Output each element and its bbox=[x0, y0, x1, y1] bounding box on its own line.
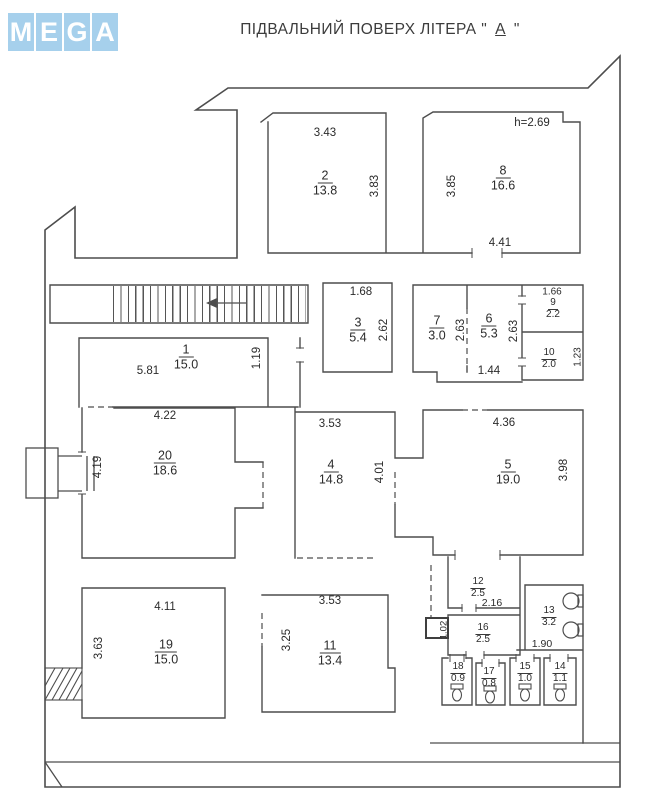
ceiling-height-label: h=2.69 bbox=[514, 117, 550, 129]
dimension-label: 5.81 bbox=[136, 365, 160, 377]
sink-fixture bbox=[425, 617, 449, 639]
dimension-label: 3.83 bbox=[369, 174, 381, 198]
dimension-label: 1.90 bbox=[531, 638, 553, 650]
south-wall bbox=[44, 742, 620, 788]
dimension-label: 3.85 bbox=[446, 174, 458, 198]
dimension-label: 3.43 bbox=[313, 127, 337, 139]
dimension-label: 4.01 bbox=[374, 460, 386, 484]
dimension-label: 3.53 bbox=[318, 595, 342, 607]
dimension-label: 4.22 bbox=[153, 410, 177, 422]
stair-treads bbox=[113, 286, 306, 322]
toilet-fixtures-stalls bbox=[450, 683, 567, 704]
walls bbox=[49, 111, 584, 744]
dimension-label: 4.36 bbox=[492, 417, 516, 429]
dimension-label: 4.19 bbox=[92, 455, 104, 479]
dimension-label: 1.68 bbox=[349, 286, 373, 298]
dimension-label: 4.41 bbox=[488, 237, 512, 249]
dimension-label: 3.25 bbox=[281, 628, 293, 652]
plan-title: ПІДВАЛЬНИЙ ПОВЕРХ ЛІТЕРА " А " bbox=[170, 21, 590, 39]
dimension-label: 2.62 bbox=[378, 318, 390, 342]
dimension-label: 2.63 bbox=[508, 319, 520, 343]
logo-tile: A bbox=[92, 13, 118, 51]
quote-open: " bbox=[481, 21, 488, 38]
dimension-label: 1.23 bbox=[572, 347, 584, 367]
quote-close: " bbox=[513, 21, 520, 38]
hatch-block bbox=[44, 667, 83, 701]
dimension-label: 1.44 bbox=[477, 365, 501, 377]
logo-tile: G bbox=[64, 13, 90, 51]
dimension-label: 3.63 bbox=[93, 636, 105, 660]
plan-title-text: ПІДВАЛЬНИЙ ПОВЕРХ ЛІТЕРА bbox=[240, 21, 477, 38]
dimension-label: 4.11 bbox=[154, 601, 176, 613]
dimension-label: 1.19 bbox=[251, 346, 263, 370]
outer-wall bbox=[44, 54, 621, 788]
bay-window bbox=[25, 447, 95, 499]
building-letter: А bbox=[495, 21, 506, 38]
toilet-fixtures-room13 bbox=[562, 592, 584, 639]
dimension-label: 1.02 bbox=[438, 620, 450, 640]
logo-tile: M bbox=[8, 13, 34, 51]
dimension-label: 3.98 bbox=[558, 458, 570, 482]
dimension-label: 2.63 bbox=[455, 318, 467, 342]
dimension-label: 1.66 bbox=[542, 286, 562, 298]
mega-logo: M E G A bbox=[8, 13, 118, 51]
logo-tile: E bbox=[36, 13, 62, 51]
door-ticks bbox=[78, 248, 569, 667]
dashed-walls bbox=[88, 308, 488, 647]
dimension-label: 3.53 bbox=[318, 418, 342, 430]
dimension-label: 2.16 bbox=[481, 597, 503, 609]
